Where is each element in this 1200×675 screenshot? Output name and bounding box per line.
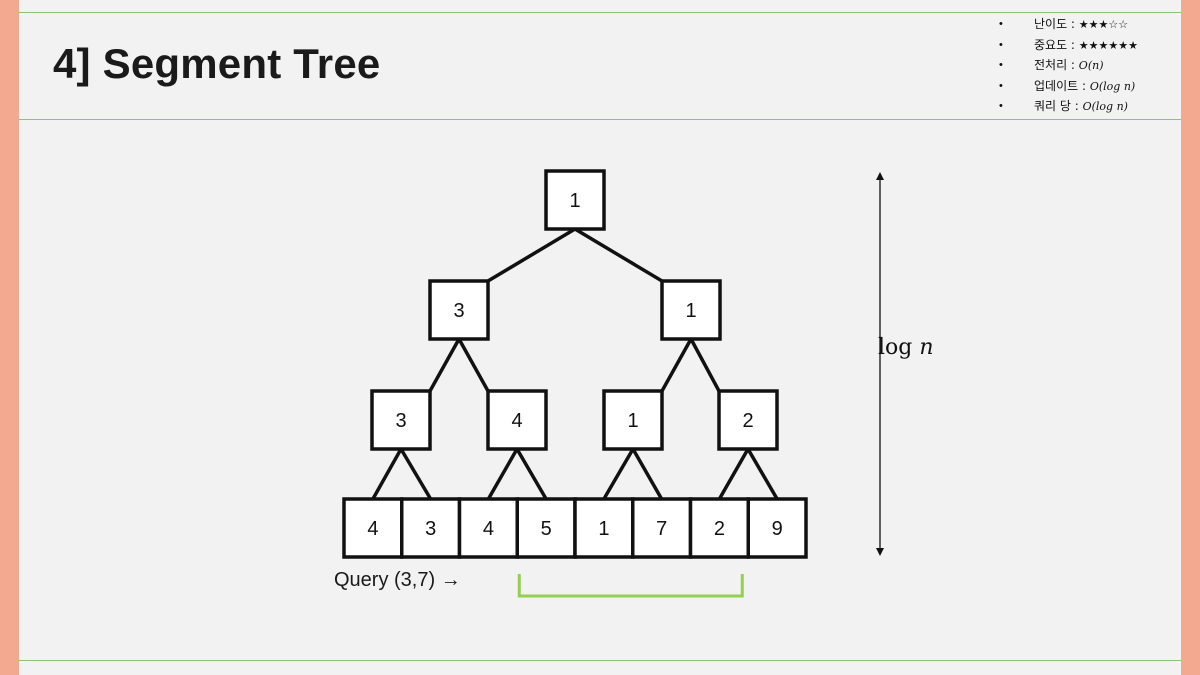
- tree-node: [544, 169, 606, 231]
- tree-node-value: 1: [569, 190, 580, 212]
- tree-edge: [371, 448, 403, 500]
- tree-node-value: 4: [511, 410, 522, 432]
- tree-edge: [457, 338, 490, 392]
- tree-edge: [746, 448, 779, 500]
- leaf-node: [631, 497, 693, 559]
- info-item: 업데이트 : O(log n): [999, 76, 1138, 97]
- tree-node: [602, 389, 664, 451]
- tree-edge: [717, 448, 750, 500]
- tree-node-value: 2: [742, 410, 753, 432]
- leaf-node: [746, 497, 808, 559]
- header-divider: [19, 119, 1181, 120]
- tree-nodes: 1 3 1 3 4 1 2 4 3 4 5 1 7 2 9: [342, 169, 808, 559]
- tree-node: [486, 389, 548, 451]
- height-arrow-bottom-head: [876, 548, 884, 556]
- tree-node: [370, 389, 432, 451]
- importance-stars: ★★★★★★: [1078, 38, 1138, 52]
- leaf-node: [342, 497, 404, 559]
- leaf-node-value: 7: [656, 518, 667, 540]
- leaf-node-value: 2: [714, 518, 725, 540]
- difficulty-stars: ★★★☆☆: [1078, 18, 1129, 31]
- info-item: 전처리 : O(n): [999, 55, 1138, 76]
- query-range-bracket: [517, 574, 744, 598]
- tree-edge: [660, 338, 693, 392]
- slide-title: 4] Segment Tree: [53, 40, 381, 87]
- query-label: Query (3,7) →: [334, 569, 461, 591]
- leaf-node-value: 5: [541, 518, 552, 540]
- leaf-node: [573, 497, 635, 559]
- tree-edges: [371, 227, 779, 500]
- tree-node: [717, 389, 779, 451]
- tree-edge: [574, 227, 663, 283]
- tree-node-value: 3: [395, 410, 406, 432]
- leaf-node-value: 4: [483, 518, 494, 540]
- top-divider: [19, 12, 1181, 13]
- preprocess-complexity: O(n): [1078, 59, 1104, 72]
- tree-edge: [631, 448, 664, 500]
- height-label: log n: [878, 335, 934, 360]
- tree-edge: [487, 227, 576, 283]
- tree-edge: [689, 338, 721, 392]
- bottom-divider: [19, 660, 1181, 661]
- leaf-node-value: 9: [772, 518, 783, 540]
- tree-edge: [399, 448, 433, 500]
- info-list: 난이도 : ★★★☆☆ 중요도 : ★★★★★★ 전처리 : O(n) 업데이트…: [999, 14, 1138, 117]
- slide: 4] Segment Tree 난이도 : ★★★☆☆ 중요도 : ★★★★★★…: [19, 0, 1181, 675]
- tree-node: [428, 279, 490, 341]
- query-complexity: O(log n): [1082, 100, 1128, 113]
- annotations: [517, 172, 884, 598]
- leaf-node-value: 4: [367, 518, 378, 540]
- height-arrow-top-head: [876, 172, 884, 180]
- info-item: 난이도 : ★★★☆☆: [999, 14, 1138, 35]
- tree-edge: [515, 448, 548, 500]
- tree-node-value: 1: [627, 410, 638, 432]
- info-item: 쿼리 당 : O(log n): [999, 96, 1138, 117]
- tree-edge: [486, 448, 519, 500]
- tree-edge: [428, 338, 461, 392]
- leaf-node: [688, 497, 750, 559]
- tree-edge: [602, 448, 635, 500]
- info-item: 중요도 : ★★★★★★: [999, 35, 1138, 56]
- tree-node-value: 3: [453, 300, 464, 322]
- leaf-node: [400, 497, 462, 559]
- tree-node-value: 1: [685, 300, 696, 322]
- update-complexity: O(log n): [1089, 79, 1136, 93]
- tree-node: [660, 279, 722, 341]
- leaf-node: [457, 497, 519, 559]
- leaf-node-value: 3: [425, 518, 436, 540]
- leaf-node-value: 1: [598, 518, 609, 540]
